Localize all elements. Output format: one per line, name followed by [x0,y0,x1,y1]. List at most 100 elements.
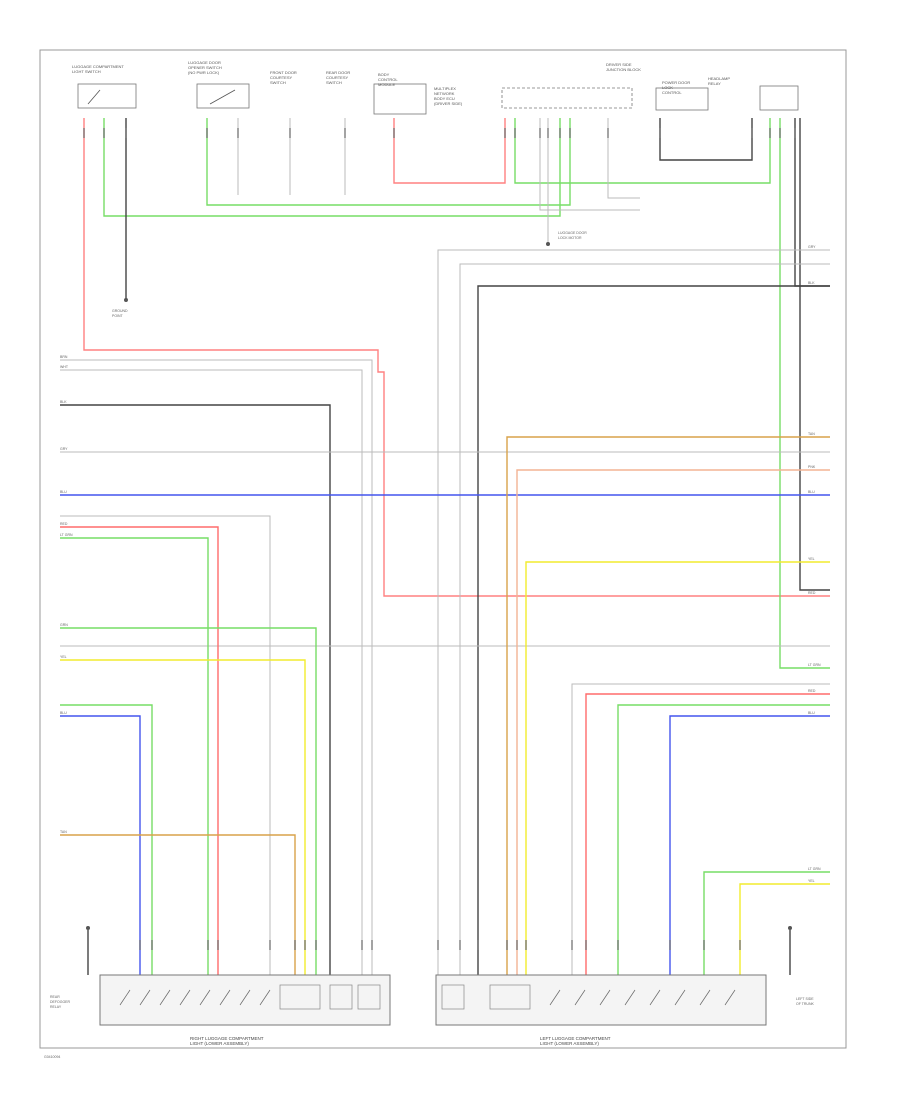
wire-tag: BLU [60,490,67,494]
wire-black-right-3 [799,118,830,591]
wire-tag: RED [808,689,816,693]
wire-tag: YEL [808,879,815,883]
wire-tag: BLK [60,400,67,404]
wire-green-right-2 [703,871,830,975]
wire-green-opener [206,118,571,206]
wire-red-left [60,526,219,975]
ground-point-mid [546,242,550,246]
wire-pink-right [516,469,830,975]
wire-tag: RED [60,522,68,526]
wires [60,118,830,975]
wire-tag: WHT [60,365,69,369]
wire-black-right-2 [477,285,830,975]
wire-orange-left [60,834,296,975]
opener-switch-box [196,83,250,109]
wire-red-right [585,693,830,975]
wire-green-left-3 [60,704,153,975]
wire-tag: LT GRN [808,867,821,871]
wire-green-right [514,118,771,184]
wire-blue-right [669,715,830,975]
wire-grey-13 [60,369,363,975]
top-components: LUGGAGE COMPARTMENT LIGHT SWITCH LUGGAGE… [72,60,799,115]
wire-grey-1 [60,359,373,975]
wire-tag: YEL [60,655,67,659]
wire-black-left [60,404,331,975]
right-luggage-light-assembly [99,974,391,1026]
wire-grey-3 [60,515,271,975]
wire-tag: BLU [60,711,67,715]
luggage-light-switch-box [77,83,137,109]
wire-tag: YEL [808,557,815,561]
switch-contact [209,89,236,105]
body-control-box [373,83,427,115]
wire-grey-12 [607,118,640,199]
door-lock-control-box [655,87,709,111]
wire-green-top [103,118,561,217]
switch-contact [87,89,101,105]
component-label-luggage-light-switch: LUGGAGE COMPARTMENT LIGHT SWITCH [72,64,125,74]
wire-tag: PNK [808,465,816,469]
wire-green-left-1 [60,537,209,975]
wire-grey-5 [459,263,830,975]
wire-green-left-2 [60,627,317,975]
wire-green-right-down [779,118,830,669]
inner-module [329,984,353,1010]
wire-red-top [393,118,506,184]
wire-blue-left [60,715,141,975]
diagram-code: G0410094 [44,1055,60,1059]
wire-tag: TAN [60,830,67,834]
wire-tag: GRN [60,623,68,627]
wire-tag: RED [808,591,816,595]
inner-module [441,984,465,1010]
wire-black-headlamp [659,118,753,161]
junction-block-box [501,87,633,109]
diagram-frame [39,49,847,1049]
ground-point-top [124,298,128,302]
wire-tag: TAN [808,432,815,436]
bottom-connector-pins [139,940,741,950]
ground-point-right [788,926,792,930]
wire-tag: GRY [808,245,816,249]
wire-tag: LT GRN [808,663,821,667]
wire-tag: BLU [808,711,815,715]
wire-yellow-right [525,561,830,975]
wire-red-main [83,118,830,597]
left-luggage-light-assembly [435,974,767,1026]
inner-module [279,984,321,1010]
wire-tags-right: GRY BLK TAN PNK BLU YEL RED LT GRN RED B… [808,245,821,883]
wire-tag: GRY [60,447,68,451]
wire-tag: BLU [808,490,815,494]
wire-grey-8 [539,118,640,211]
wire-yellow-right-2 [739,883,830,975]
wire-tag: LT GRN [60,533,73,537]
wire-grey-6 [571,683,830,975]
wire-grey-4 [437,249,830,975]
wire-orange-right [506,436,830,975]
wire-green-right-1 [617,704,830,975]
headlamp-relay-box [759,85,799,111]
top-connector-pins [83,128,796,138]
wire-tag: BLK [808,281,815,285]
ground-point-left [86,926,90,930]
wire-tags-left: BRN WHT BLK GRY BLU RED LT GRN GRN YEL B… [60,355,73,834]
ground-symbols [86,242,792,930]
inner-module [489,984,531,1010]
inner-module [357,984,381,1010]
